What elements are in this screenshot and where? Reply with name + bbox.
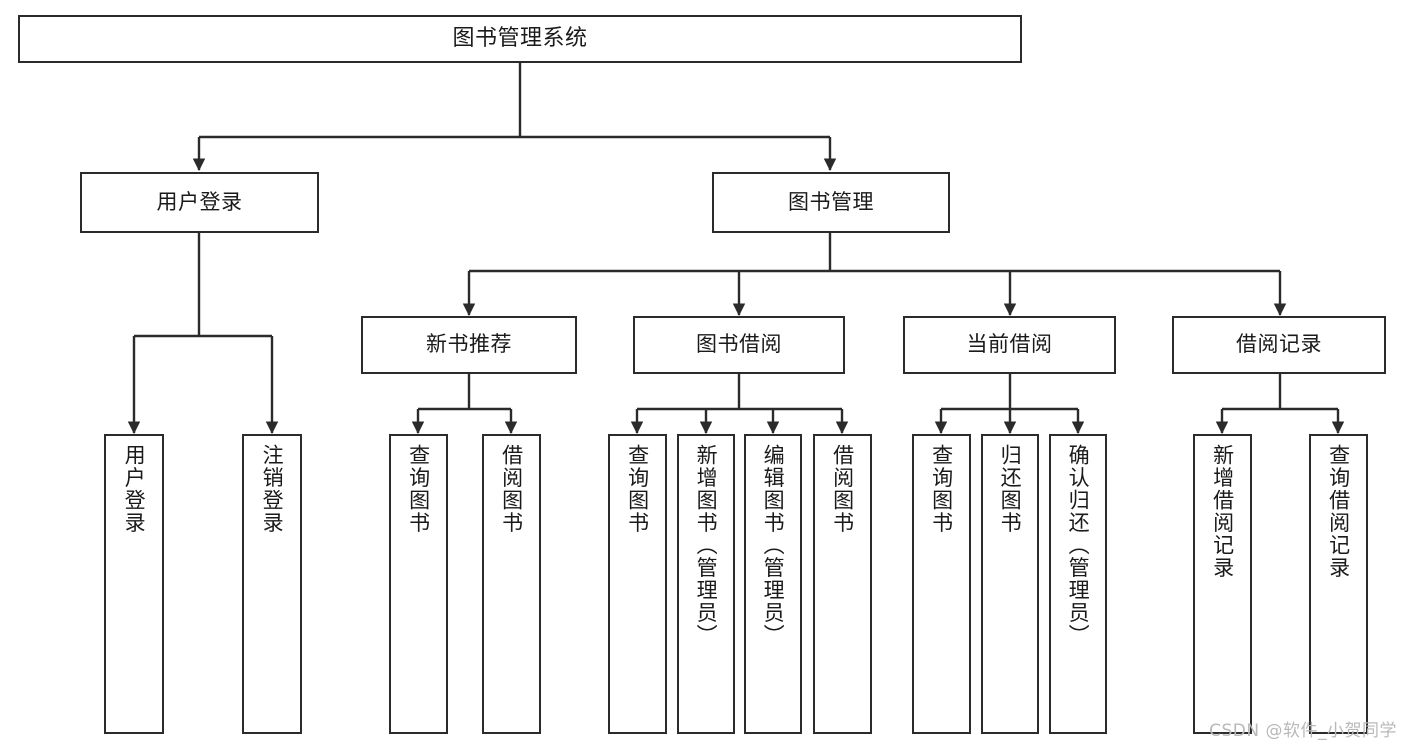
leaf-label: 归还图书 [998, 444, 1023, 534]
node-new-book-rec[interactable]: 新书推荐 [361, 316, 577, 374]
leaf-current-borrow-query[interactable]: 查询图书 [912, 434, 971, 734]
leaf-new-book-rec-borrow[interactable]: 借阅图书 [482, 434, 541, 734]
leaf-borrow-record-query[interactable]: 查询借阅记录 [1309, 434, 1368, 734]
leaf-borrow-record-add[interactable]: 新增借阅记录 [1193, 434, 1252, 734]
node-user-login[interactable]: 用户登录 [80, 172, 319, 233]
watermark-text: CSDN @软件_小贺同学 [1209, 721, 1397, 741]
leaf-label: 编辑图书（管理员） [761, 444, 786, 647]
leaf-label: 查询图书 [625, 444, 650, 534]
leaf-label: 确认归还（管理员） [1066, 444, 1091, 647]
leaf-current-borrow-return[interactable]: 归还图书 [981, 434, 1039, 734]
leaf-label: 查询图书 [929, 444, 954, 534]
leaf-label: 注销登录 [260, 444, 285, 534]
leaf-book-borrow-query[interactable]: 查询图书 [608, 434, 667, 734]
leaf-user-login-logout[interactable]: 注销登录 [242, 434, 302, 734]
leaf-label: 查询借阅记录 [1326, 444, 1351, 579]
leaf-book-borrow-edit[interactable]: 编辑图书（管理员） [744, 434, 802, 734]
node-user-login-label: 用户登录 [156, 189, 243, 214]
node-root-label: 图书管理系统 [452, 25, 588, 51]
leaf-current-borrow-confirm[interactable]: 确认归还（管理员） [1049, 434, 1107, 734]
node-book-manage-label: 图书管理 [788, 189, 874, 214]
node-borrow-record-label: 借阅记录 [1236, 332, 1322, 357]
leaf-label: 新增图书（管理员） [694, 444, 719, 647]
node-book-manage[interactable]: 图书管理 [712, 172, 950, 233]
leaf-new-book-rec-query[interactable]: 查询图书 [389, 434, 448, 734]
node-book-borrow[interactable]: 图书借阅 [633, 316, 845, 374]
leaf-book-borrow-add[interactable]: 新增图书（管理员） [677, 434, 735, 734]
node-current-borrow-label: 当前借阅 [966, 332, 1053, 357]
leaf-user-login-login[interactable]: 用户登录 [104, 434, 164, 734]
node-borrow-record[interactable]: 借阅记录 [1172, 316, 1386, 374]
leaf-label: 查询图书 [406, 444, 431, 534]
node-new-book-rec-label: 新书推荐 [426, 332, 512, 357]
leaf-label: 借阅图书 [499, 444, 524, 534]
node-root[interactable]: 图书管理系统 [18, 15, 1022, 63]
node-book-borrow-label: 图书借阅 [696, 332, 782, 357]
leaf-label: 用户登录 [122, 444, 147, 534]
leaf-label: 借阅图书 [830, 444, 855, 534]
leaf-book-borrow-borrow[interactable]: 借阅图书 [813, 434, 872, 734]
leaf-label: 新增借阅记录 [1210, 444, 1235, 579]
node-current-borrow[interactable]: 当前借阅 [903, 316, 1116, 374]
